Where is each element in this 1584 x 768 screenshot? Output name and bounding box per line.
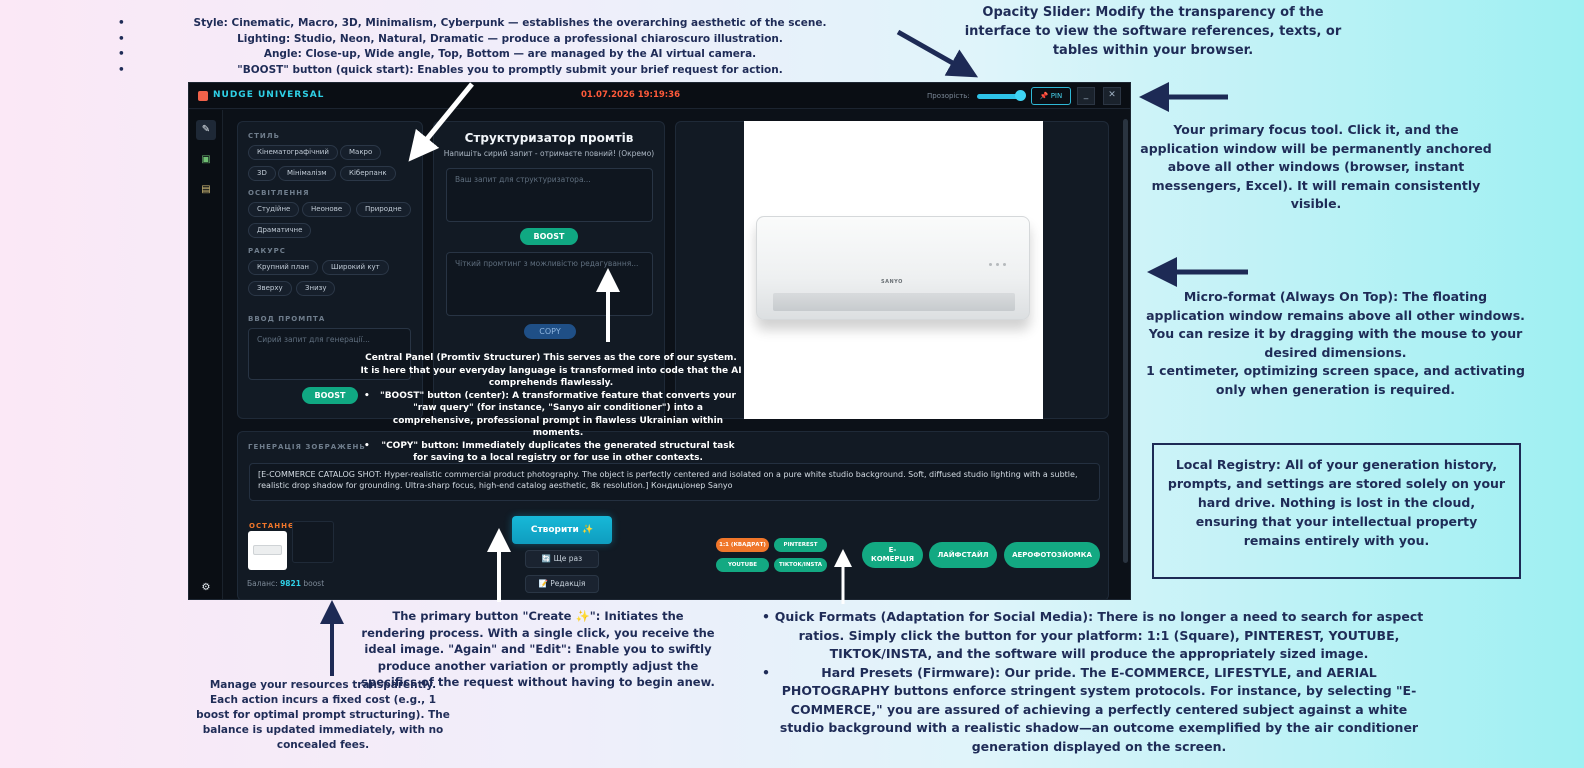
chip-cyberpunk[interactable]: Кіберпанк xyxy=(340,166,396,181)
balance-label: Баланс: xyxy=(247,579,278,588)
title-bar[interactable]: NUDGE UNIVERSAL 01.07.2026 19:19:36 Проз… xyxy=(189,83,1130,109)
edit-button[interactable]: 📝 Редакція xyxy=(525,575,599,593)
central-boost-note: "BOOST" button (center): A transformativ… xyxy=(360,390,742,440)
central-panel-intro: Central Panel (Promtiv Structurer) This … xyxy=(360,353,742,388)
led-icon xyxy=(996,263,999,266)
image-icon[interactable]: ▣ xyxy=(201,154,211,165)
quick-formats-note: Quick Formats (Adaptation for Social Med… xyxy=(762,608,1426,664)
chip-studio[interactable]: Студійне xyxy=(248,202,300,217)
close-button[interactable]: ✕ xyxy=(1103,87,1121,105)
generation-section-label: ГЕНЕРАЦІЯ ЗОБРАЖЕНЬ xyxy=(248,443,366,451)
chip-cinematic[interactable]: Кінематографічний xyxy=(248,145,338,160)
datetime-display: 01.07.2026 19:19:36 xyxy=(581,90,681,100)
local-registry-note: Local Registry: All of your generation h… xyxy=(1152,443,1521,579)
preset-lifestyle-button[interactable]: ЛАЙФСТАЙЛ xyxy=(929,542,997,568)
feature-note-angle: Angle: Close-up, Wide angle, Top, Bottom… xyxy=(118,47,902,63)
micro-format-note: Micro-format (Always On Top): The floati… xyxy=(1146,289,1525,397)
recent-thumbnail[interactable] xyxy=(248,531,287,570)
style-section-label: СТИЛЬ xyxy=(248,132,280,140)
format-tiktok-button[interactable]: TIKTOK/INSTA xyxy=(774,558,827,572)
pin-button[interactable]: 📌 PIN xyxy=(1031,87,1071,105)
central-panel-note: Central Panel (Promtiv Structurer) This … xyxy=(360,352,742,465)
formats-notes-list: Quick Formats (Adaptation for Social Med… xyxy=(762,608,1426,757)
chip-natural[interactable]: Природне xyxy=(356,202,411,217)
center-boost-button[interactable]: BOOST xyxy=(520,228,578,245)
create-note: The primary button "Create ✨": Initiates… xyxy=(361,609,715,689)
chip-bottom[interactable]: Знизу xyxy=(296,281,336,296)
create-button[interactable]: Створити ✨ xyxy=(512,516,612,544)
balance-note: Manage your resources transparently. Eac… xyxy=(196,679,450,751)
arrow-to-opacity-slider xyxy=(896,29,979,78)
generated-image-preview: SANYO xyxy=(744,121,1043,419)
opacity-slider-handle[interactable] xyxy=(1015,90,1026,101)
vent-flap xyxy=(773,293,1015,311)
balance-value: 9821 xyxy=(280,579,301,588)
central-copy-note: "COPY" button: Immediately duplicates th… xyxy=(360,440,742,465)
scrollbar[interactable] xyxy=(1123,119,1128,563)
led-icon xyxy=(989,263,992,266)
chip-wide-angle[interactable]: Широкий кут xyxy=(322,260,389,275)
feature-notes-list: Style: Cinematic, Macro, 3D, Minimalism,… xyxy=(118,16,902,78)
document-icon[interactable]: ▤ xyxy=(201,184,211,195)
preset-ecommerce-button[interactable]: E- КОМЕРЦІЯ xyxy=(862,542,923,568)
minimize-button[interactable]: _ xyxy=(1077,87,1095,105)
chip-minimalism[interactable]: Мінімалізм xyxy=(278,166,336,181)
chip-dramatic[interactable]: Драматичне xyxy=(248,223,312,238)
chip-macro[interactable]: Макро xyxy=(340,145,382,160)
format-youtube-button[interactable]: YOUTUBE xyxy=(716,558,769,572)
thumbnail-ac-icon xyxy=(253,545,282,555)
lighting-section-label: ОСВІТЛЕННЯ xyxy=(248,189,310,197)
style-panel: СТИЛЬ Кінематографічний Макро 3D Мінімал… xyxy=(237,121,423,419)
feature-note-style: Style: Cinematic, Macro, 3D, Minimalism,… xyxy=(118,16,902,32)
left-boost-button[interactable]: BOOST xyxy=(302,387,358,404)
pin-note: Your primary focus tool. Click it, and t… xyxy=(1140,122,1492,211)
balance-unit: boost xyxy=(303,579,325,588)
generation-prompt[interactable]: [E-COMMERCE CATALOG SHOT: Hyper-realisti… xyxy=(249,463,1100,501)
app-title: NUDGE UNIVERSAL xyxy=(213,90,325,100)
balance-display: Баланс: 9821 boost xyxy=(247,579,324,588)
feature-note-lighting: Lighting: Studio, Neon, Natural, Dramati… xyxy=(118,32,902,48)
led-icon xyxy=(1003,263,1006,266)
again-button[interactable]: 🔄 Ще раз xyxy=(525,550,599,568)
air-conditioner-image: SANYO xyxy=(756,216,1030,320)
recent-label: ОСТАННЄ: xyxy=(249,522,298,530)
sidebar: ✎ ▣ ▤ ⚙ xyxy=(189,110,223,599)
chip-close-up[interactable]: Крупний план xyxy=(248,260,318,275)
structured-output[interactable]: Чіткий промтинг з можливістю редагування… xyxy=(446,252,653,316)
app-window: NUDGE UNIVERSAL 01.07.2026 19:19:36 Проз… xyxy=(188,82,1131,600)
preset-aerial-button[interactable]: АЕРОФОТОЗЙОМКА xyxy=(1004,542,1100,568)
registry-title: Local Registry: xyxy=(1175,457,1281,472)
angle-section-label: РАКУРС xyxy=(248,247,286,255)
structurer-input[interactable]: Ваш запит для структуризатора... xyxy=(446,168,653,222)
format-pinterest-button[interactable]: PINTEREST xyxy=(774,538,827,552)
opacity-note: Opacity Slider: Modify the transparency … xyxy=(964,5,1342,58)
gear-icon[interactable]: ⚙ xyxy=(201,582,211,593)
registry-body: All of your generation history, prompts,… xyxy=(1167,457,1506,548)
format-square-button[interactable]: 1:1 (КВАДРАТ) xyxy=(716,538,769,552)
feature-note-boost: "BOOST" button (quick start): Enables yo… xyxy=(118,63,902,79)
chip-top[interactable]: Зверху xyxy=(248,281,292,296)
hard-presets-note: Hard Presets (Firmware): Our pride. The … xyxy=(762,664,1426,757)
app-logo-icon xyxy=(198,91,208,101)
structurer-subtitle: Напишіть сирий запит - отримаєте повний!… xyxy=(443,149,655,158)
brush-icon[interactable]: ✎ xyxy=(196,120,216,140)
opacity-label: Прозорість: xyxy=(927,92,970,100)
opacity-slider[interactable] xyxy=(977,94,1023,99)
copy-button[interactable]: COPY xyxy=(524,324,576,339)
empty-thumbnail-slot[interactable] xyxy=(292,521,334,563)
chip-neon[interactable]: Неонове xyxy=(302,202,352,217)
raw-prompt-input[interactable]: Сирий запит для генерації... xyxy=(248,328,411,380)
structurer-title: Структуризатор промтів xyxy=(464,131,634,145)
prompt-section-label: ВВОД ПРОМПТА xyxy=(248,315,326,323)
brand-logo: SANYO xyxy=(881,279,903,285)
chip-3d[interactable]: 3D xyxy=(248,166,276,181)
